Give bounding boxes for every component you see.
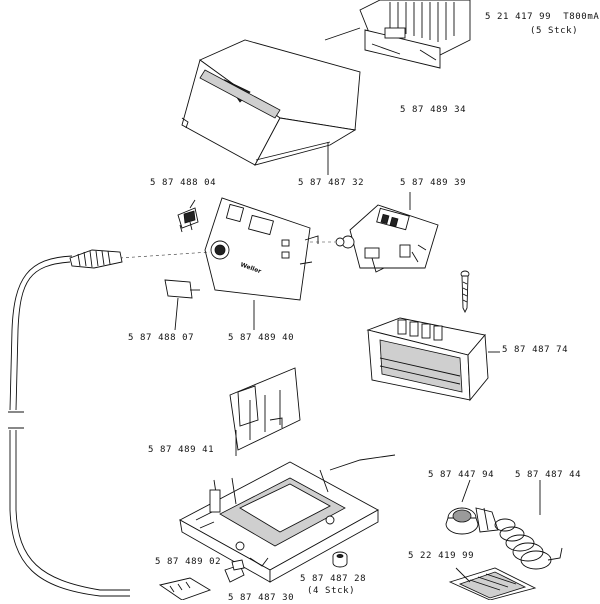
label-spiral: 5 87 487 44 — [515, 470, 582, 480]
transformer — [366, 317, 489, 402]
rubber-foot — [332, 551, 348, 568]
label-holder-base: 5 22 419 99 — [408, 551, 475, 561]
label-display-board: 5 87 489 39 — [400, 178, 467, 188]
holder-base — [448, 567, 537, 601]
front-panel: Weller — [204, 197, 319, 301]
label-base-insulation: 5 87 489 41 — [148, 445, 215, 455]
label-switch: 5 87 488 04 — [150, 178, 217, 188]
spiral-holder — [494, 518, 563, 570]
label-transformer: 5 87 487 74 — [502, 345, 569, 355]
base-housing — [179, 461, 379, 583]
display-circuit-board — [335, 204, 439, 273]
label-feet-qty: (4 Stck) — [307, 586, 356, 596]
label-front-panel: 5 87 489 40 — [228, 333, 295, 343]
label-cover-small: 5 87 488 07 — [128, 333, 195, 343]
cleaning-sponge — [445, 507, 499, 535]
insulation-sheet — [229, 367, 301, 451]
label-connector: 5 87 489 02 — [155, 557, 222, 567]
pcb-heatsink-assembly — [359, 0, 471, 69]
label-sponge: 5 87 447 94 — [428, 470, 495, 480]
small-cover-plate — [164, 279, 200, 299]
label-pcb-top: 5 87 489 34 — [400, 105, 467, 115]
label-feet: 5 87 487 28 — [300, 574, 367, 584]
label-cover: 5 87 487 32 — [298, 178, 365, 188]
label-fuse: 5 21 417 99 T800mA — [485, 12, 600, 22]
label-bottom-partial: 5 87 487 30 — [228, 593, 295, 600]
connector — [224, 559, 245, 583]
bottom-part — [158, 577, 212, 601]
label-fuse-qty: (5 Stck) — [530, 26, 579, 36]
housing-cover — [181, 39, 361, 166]
power-cable — [8, 249, 130, 597]
screw — [460, 270, 470, 314]
power-switch — [177, 207, 199, 233]
